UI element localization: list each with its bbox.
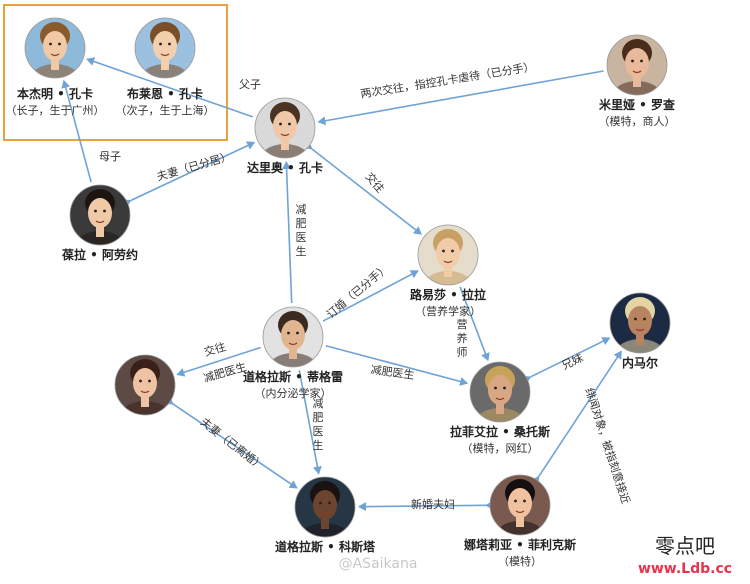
family-box [3,4,228,141]
person-role: （营养学家） [415,304,481,318]
edge-label-char: 营 [457,317,468,331]
man-beard-photo [263,307,323,367]
edge-douglas-rafaella [325,344,469,386]
person-name: 道格拉斯 • 蒂格雷 [243,369,343,384]
woman-brunette-photo [115,355,175,415]
nodes-layer: 本杰明 • 孔卡 （长子，生于广州） 布莱恩 • 孔卡 （次子，生于上海） 达里奥 • … [6,17,676,568]
person-node-dario: 达里奥 • 孔卡 [247,97,323,175]
person-role: （长子，生于广州） [6,103,105,117]
edge-label-char: 医 [313,425,324,438]
edge-dario-benjamin [86,57,254,118]
edge-label: 夫妻（已离婚） [198,415,267,473]
edges-layer: 父子母子两次交往，指控孔卡虐待（已分手）夫妻（已分居）交往减肥医生减肥医生订婚（… [61,57,633,512]
person-name: 布莱恩 • 孔卡 [127,86,203,101]
person-name: 本杰明 • 孔卡 [17,86,93,101]
person-role: （模特） [498,554,542,568]
person-role: （模特，商人） [599,114,676,128]
edge-douglas-costa [298,370,322,475]
edge-label: 两次交往，指控孔卡虐待（已分手） [359,59,535,100]
woman-blonde-photo [418,225,478,285]
person-node-woman_left [114,354,176,416]
woman-dark-hair-photo [70,185,130,245]
edge-label: 绯闻对象，被指刻意接近 [582,386,633,505]
edge-label: 交往 [202,339,227,359]
edge-douglas-dario [282,160,293,304]
person-role: （次子，生于上海） [116,103,215,117]
edge-paula-benjamin [61,79,92,183]
woman-black-hair-photo [490,475,550,535]
edge-paula-dario [122,141,256,208]
person-node-neymar: 内马尔 [609,292,671,370]
edge-woman_left-costa [164,396,298,489]
man-footballer-photo [610,293,670,353]
edge-label-char: 生 [296,244,307,258]
person-node-costa: 道格拉斯 • 科斯塔 [275,476,376,554]
edge-label-char: 肥 [296,217,307,230]
boy-younger-photo [135,18,195,78]
person-node-benjamin: 本杰明 • 孔卡 （长子，生于广州） [6,17,105,117]
edge-nathalia-costa [357,500,494,512]
edge-label: 减肥医生 [370,362,416,382]
person-name: 路易莎 • 拉拉 [410,287,486,302]
edge-label: 新婚夫妇 [411,497,455,511]
boy-eldest-photo [25,18,85,78]
woman-long-hair-photo [607,35,667,95]
person-node-bryan: 布莱恩 • 孔卡 （次子，生于上海） [116,17,215,117]
edge-label-char: 肥 [313,411,324,424]
person-name: 拉菲艾拉 • 桑托斯 [450,424,550,439]
edge-label-char: 医 [296,231,307,244]
edge-miriam-dario [317,70,604,126]
person-role: （模特，网红） [462,441,539,455]
edge-label: 夫妻（已分居） [155,150,233,184]
edge-label-char: 师 [457,346,468,359]
person-node-nathalia: 娜塔莉亚 • 菲利克斯 （模特） [464,474,576,568]
site-logo-title: 零点吧 [655,534,715,558]
person-name: 米里娅 • 罗查 [599,97,676,112]
edge-label: 母子 [99,150,121,163]
man-short-hair-photo [255,98,315,158]
person-name: 内马尔 [622,355,658,370]
person-name: 达里奥 • 孔卡 [247,160,323,175]
edge-label: 父子 [239,78,261,91]
person-node-rafaella: 拉菲艾拉 • 桑托斯 （模特，网红） [450,361,550,455]
edge-douglas-woman_left [176,346,261,377]
edge-douglas-luisa [322,270,419,322]
edge-nathalia-neymar [531,350,622,485]
person-name: 葆拉 • 阿劳约 [61,247,138,262]
person-node-luisa: 路易莎 • 拉拉 （营养学家） [410,224,486,318]
person-name: 道格拉斯 • 科斯塔 [275,539,376,554]
person-node-paula: 葆拉 • 阿劳约 [61,184,138,262]
edge-label-char: 减 [313,397,324,410]
person-node-miriam: 米里娅 • 罗查 （模特，商人） [599,34,676,128]
person-role: （内分泌学家） [255,386,332,400]
person-name: 娜塔莉亚 • 菲利克斯 [464,537,576,552]
edge-label: 减肥医生 [202,359,248,385]
site-logo-url: www.Ldb.cc [638,561,732,577]
watermark-text: @ASaikana [339,556,418,572]
man-dark-skin-photo [295,477,355,537]
edge-luisa-rafaella [459,286,490,362]
woman-streaked-hair-photo [470,362,530,422]
edge-label-char: 生 [313,438,324,452]
edge-label-char: 减 [296,203,307,216]
edge-label-char: 养 [457,331,468,345]
person-node-douglas: 道格拉斯 • 蒂格雷 （内分泌学家） [243,306,343,400]
edge-label: 兄妹 [560,351,585,372]
edge-dario-luisa [303,141,422,235]
